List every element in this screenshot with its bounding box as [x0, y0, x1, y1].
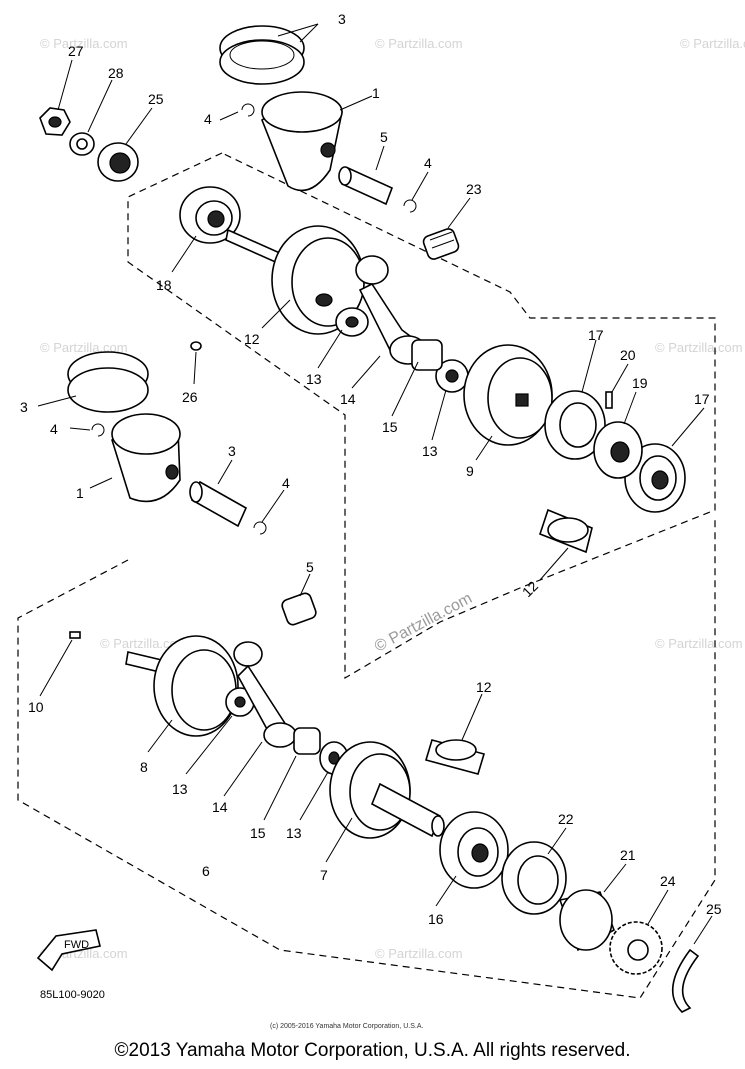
- callout-label: 13: [306, 371, 322, 387]
- fwd-arrow-icon: FWD: [36, 929, 101, 972]
- bearing-17-left: [544, 390, 606, 460]
- callout-label: 14: [212, 799, 228, 815]
- diagram-code: 85L100-9020: [40, 989, 105, 1001]
- crank-wheel-8: [125, 635, 239, 737]
- callout-label: 23: [466, 181, 482, 197]
- copyright-notice: ©2013 Yamaha Motor Corporation, U.S.A. A…: [114, 1040, 631, 1061]
- piston-rings-upper: [219, 25, 305, 85]
- callout-label: 20: [620, 347, 636, 363]
- bearing-12-lower: [424, 739, 486, 775]
- callout-label: 13: [172, 781, 188, 797]
- callout-label: 8: [140, 759, 148, 775]
- gear-23: [609, 921, 663, 975]
- callout-label: 25: [148, 91, 164, 107]
- key-11: [69, 631, 81, 639]
- piston-rings-lower: [67, 351, 149, 413]
- thrust-washer-upper-b: [435, 359, 469, 393]
- needle-bearing-15-upper: [411, 339, 443, 371]
- callout-label: 5: [306, 559, 314, 575]
- bearing-18: [179, 186, 241, 244]
- callout-label: 12: [244, 331, 260, 347]
- callout-label: 13: [286, 825, 302, 841]
- crank-wheel-9: [463, 344, 553, 446]
- callout-label: 6: [202, 863, 210, 879]
- callout-label: 9: [466, 463, 474, 479]
- callout-label: 26: [182, 389, 198, 405]
- callout-label: 1: [372, 85, 380, 101]
- thrust-washer-upper-a: [335, 307, 369, 337]
- callout-label: 3: [228, 443, 236, 459]
- pin-20: [605, 391, 613, 409]
- watermark: © Partzilla.com: [100, 636, 188, 651]
- watermark: © Partzilla.com: [655, 340, 743, 355]
- callout-label: 22: [558, 811, 574, 827]
- callout-label: 21: [620, 847, 636, 863]
- callout-label: 17: [588, 327, 604, 343]
- callout-label: 4: [204, 111, 212, 127]
- callout-label: 1: [76, 485, 84, 501]
- leader-lines: [37, 23, 713, 945]
- watermark: © Partzilla.com: [375, 946, 463, 961]
- callout-label: 16: [428, 911, 444, 927]
- piston-pin-upper: [338, 166, 394, 206]
- callout-label: 15: [382, 419, 398, 435]
- bearing-16: [439, 811, 509, 889]
- callout-label: 3: [338, 11, 346, 27]
- spacer-21: [558, 889, 615, 952]
- connecting-rod-lower: [233, 641, 297, 748]
- upper-assembly-outline: [127, 152, 716, 680]
- clip-upper-b: [403, 199, 417, 213]
- callout-label: 17: [694, 391, 710, 407]
- collar-19: [593, 421, 643, 479]
- piston-lower: [111, 413, 181, 503]
- clip-lower-b: [253, 521, 267, 535]
- piston-upper: [261, 91, 343, 192]
- callout-label: 3: [20, 399, 28, 415]
- callout-label: 19: [632, 375, 648, 391]
- watermark: © Partzilla.com: [40, 36, 128, 51]
- fine-print: (c) 2005-2016 Yamaha Motor Corporation, …: [270, 1023, 423, 1030]
- callout-label: 14: [340, 391, 356, 407]
- callout-label: 4: [424, 155, 432, 171]
- washer-28: [69, 132, 95, 156]
- callout-label: 15: [250, 825, 266, 841]
- fwd-label: FWD: [64, 939, 89, 951]
- oil-seal-25: [97, 142, 139, 182]
- bearing-12-upper: [539, 508, 593, 554]
- callout-label: 4: [50, 421, 58, 437]
- callout-label: 25: [706, 901, 722, 917]
- callout-label: 13: [422, 443, 438, 459]
- lower-assembly-outline: [17, 520, 716, 999]
- needle-bearing-15-lower: [293, 727, 321, 755]
- callout-label: 12: [476, 679, 492, 695]
- clip-upper-a: [241, 103, 255, 117]
- callout-label: 24: [660, 873, 676, 889]
- callout-label: 18: [156, 277, 172, 293]
- callout-label: 7: [320, 867, 328, 883]
- watermark: © Partzilla.com: [655, 636, 743, 651]
- circlip-24: [671, 948, 700, 1013]
- callout-label: 28: [108, 65, 124, 81]
- crankshaft-7: [329, 741, 445, 839]
- callout-labels: 3 1 4 5 4 23 27 28 25 18 12 13 14 15 13 …: [20, 11, 722, 927]
- needle-bearing-upper: [422, 228, 460, 260]
- callout-label: 4: [282, 475, 290, 491]
- watermark-main: © Partzilla.com: [372, 590, 475, 656]
- watermark: © Partzilla.com: [680, 36, 745, 51]
- callout-label: 10: [28, 699, 44, 715]
- watermark: © Partzilla.com: [375, 36, 463, 51]
- needle-bearing-lower: [281, 592, 317, 626]
- oil-seal-22: [501, 841, 567, 915]
- piston-pin-lower: [189, 480, 248, 528]
- callout-label: 5: [380, 129, 388, 145]
- callout-label: 27: [68, 43, 84, 59]
- nut-27: [39, 107, 71, 136]
- key-26: [190, 341, 202, 351]
- clip-lower-a: [91, 423, 105, 437]
